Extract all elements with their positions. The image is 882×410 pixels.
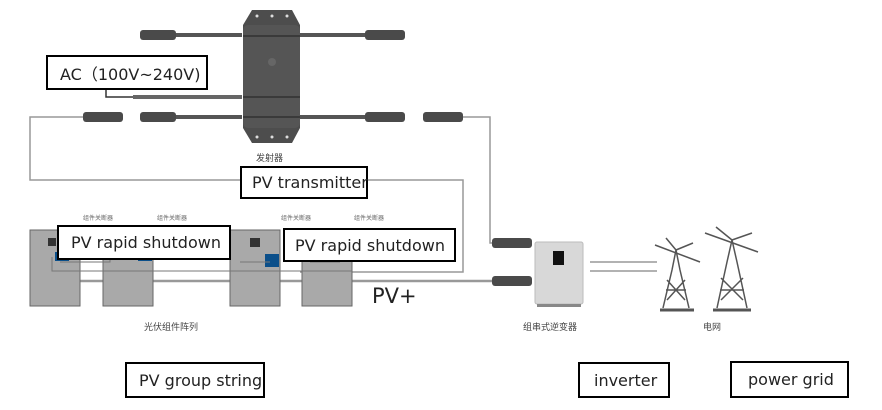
pv-panel — [229, 229, 281, 307]
connector-icon — [365, 112, 405, 122]
inverter-box: inverter — [578, 362, 670, 398]
connector-icon — [83, 112, 123, 122]
connector-icon — [423, 112, 463, 122]
tower-icon — [654, 237, 701, 312]
pv-group-string-box: PV group string — [125, 362, 265, 398]
pv-plus-label: PV+ — [372, 284, 417, 308]
shutdown-cn-label: 组件关断器 — [354, 215, 385, 222]
inverter-cn-label: 组串式逆变器 — [523, 323, 578, 333]
shutdown-cn-label: 组件关断器 — [157, 215, 188, 222]
connector-icon — [140, 112, 176, 122]
transmitter-cables — [133, 33, 365, 119]
inverter-device — [534, 241, 584, 307]
pv-transmitter-label-box: PV transmitter — [240, 166, 368, 199]
transmitter-cn-label: 发射器 — [256, 154, 284, 164]
connector-icon — [492, 276, 532, 286]
pv-rapid-shutdown-box-2: PV rapid shutdown — [283, 228, 456, 262]
pv-rapid-shutdown-box-1: PV rapid shutdown — [57, 225, 231, 260]
mc4-connectors — [83, 30, 532, 286]
shutdown-cn-label: 组件关断器 — [281, 215, 312, 222]
power-grid-box: power grid — [730, 361, 849, 398]
pv-minus-wire — [460, 116, 500, 244]
transmitter-device — [243, 10, 300, 143]
tower-icon — [704, 226, 759, 312]
array-cn-label: 光伏组件阵列 — [144, 323, 199, 333]
grid-cn-label: 电网 — [703, 323, 722, 333]
ac-label-box: AC（100V~240V) — [46, 55, 208, 90]
connector-icon — [140, 30, 176, 40]
connector-icon — [492, 238, 532, 248]
shutdown-cn-label: 组件关断器 — [83, 215, 114, 222]
power-grid-towers — [654, 226, 759, 312]
connector-icon — [365, 30, 405, 40]
